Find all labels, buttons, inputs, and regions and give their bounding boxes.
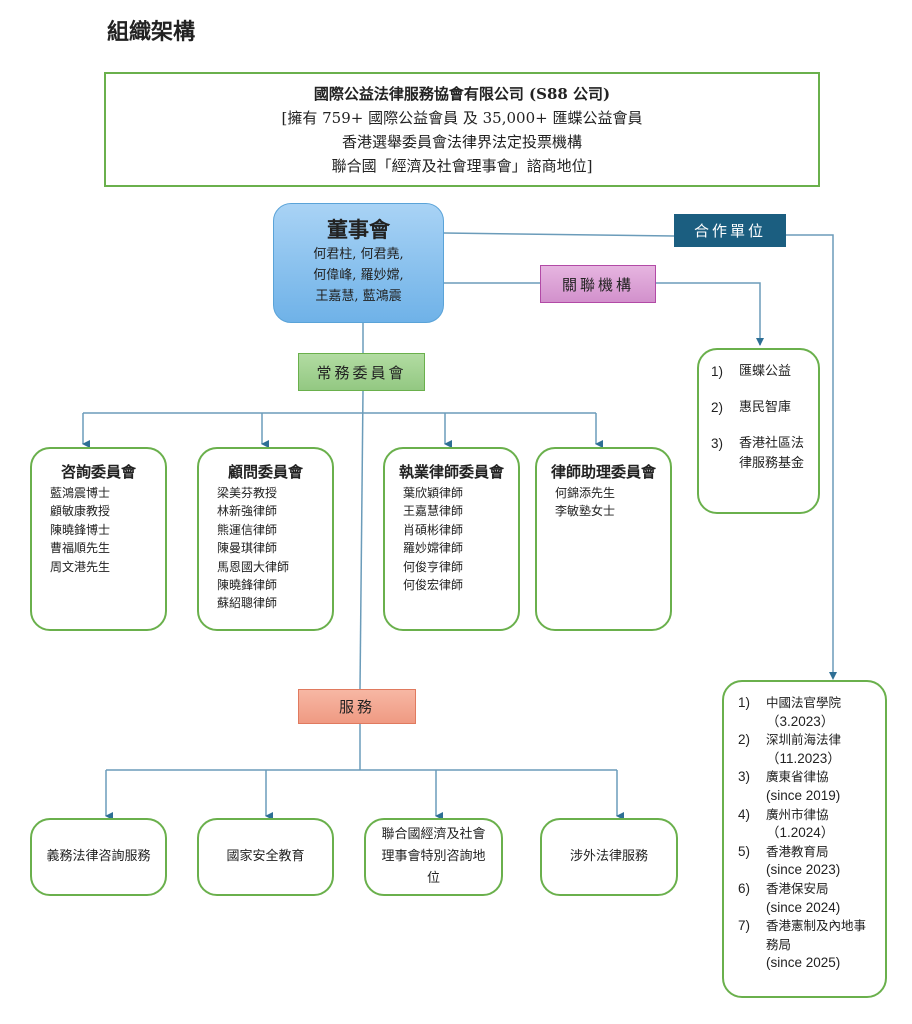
partner-date: (since 2024) — [766, 899, 841, 915]
standing-committee-label: 常務委員會 — [298, 353, 425, 391]
committee-box: 執業律師委員會葉欣穎律師王嘉慧律師肖碩彬律師羅妙嫦律師何俊亨律師何俊宏律師 — [383, 447, 520, 631]
committee-member: 肖碩彬律師 — [403, 522, 464, 537]
related-org-item: 2) 惠民智庫 — [711, 398, 808, 418]
committee-member: 何錦添先生 — [555, 486, 616, 500]
committee-member: 蘇紹聰律師 — [217, 596, 278, 611]
board-member: 何君柱, 何君堯, — [313, 247, 404, 262]
partner-date: （11.2023） — [766, 750, 841, 766]
committee-member: 周文港先生 — [50, 559, 111, 574]
org-line: 香港選舉委員會法律界法定投票機構 — [341, 133, 582, 151]
committee-member: 葉欣穎律師 — [403, 486, 464, 500]
partner-item: 2) 深圳前海法律 （11.2023） — [738, 731, 879, 768]
committee-member: 藍鴻震博士 — [50, 486, 111, 500]
committee-member: 顧敏康教授 — [50, 504, 111, 519]
committee-member: 王嘉慧律師 — [403, 504, 464, 519]
org-name: 國際公益法律服務協會有限公司 (S88 公司) — [313, 85, 611, 103]
related-orgs-box: 1) 匯蝶公益 2) 惠民智庫 3) 香港社區法律服務基金 — [697, 348, 820, 514]
partner-date: （3.2023） — [766, 713, 835, 729]
partner-name: 廣東省律協 — [766, 769, 829, 785]
committee-member: 陳曉鋒博士 — [50, 522, 111, 537]
related-org-name: 惠民智庫 — [739, 400, 792, 415]
item-number: 2) — [738, 732, 751, 748]
service-name: 義務法律咨詢服務 — [46, 849, 151, 864]
board-member: 何偉峰, 羅妙嫦, — [313, 268, 404, 283]
item-number: 3) — [711, 436, 724, 451]
item-number: 4) — [738, 806, 751, 822]
partner-name: 香港保安局 — [766, 880, 829, 896]
item-number: 7) — [738, 918, 751, 934]
committee-member: 馬恩國大律師 — [217, 559, 290, 574]
committee-title: 咨詢委員會 — [60, 463, 136, 481]
partner-date: （1.2024） — [766, 825, 835, 841]
committee-member: 梁美芬教授 — [217, 486, 278, 500]
service-label: 服務 — [298, 689, 416, 724]
committee-box: 顧問委員會梁美芬教授林新強律師熊運信律師陳曼琪律師馬恩國大律師陳曉鋒律師蘇紹聰律… — [197, 447, 334, 631]
item-number: 1) — [738, 695, 751, 710]
org-line: [擁有 759+ 國際公益會員 及 35,000+ 匯蝶公益會員 — [281, 109, 643, 127]
service-box: 國家安全教育 — [197, 818, 334, 896]
committee-box: 律師助理委員會何錦添先生李敏塾女士 — [535, 447, 672, 631]
committee-member: 何俊亨律師 — [403, 559, 464, 574]
service-name: 國家安全教育 — [226, 849, 305, 864]
partner-name: 深圳前海法律 — [766, 732, 842, 748]
partner-name: 香港教育局 — [766, 843, 829, 859]
partner-item: 3) 廣東省律協 (since 2019) — [738, 768, 879, 805]
committee-member: 何俊宏律師 — [403, 578, 464, 593]
service-box: 聯合國經濟及社會理事會特別咨詢地位 — [364, 818, 503, 896]
partner-name: 廣州市律協 — [766, 806, 829, 822]
partner-date: (since 2019) — [766, 787, 841, 803]
committee-title: 執業律師委員會 — [398, 463, 504, 481]
partner-date: (since 2025) — [766, 955, 841, 971]
item-number: 3) — [738, 769, 751, 785]
item-number: 1) — [711, 364, 724, 379]
committee-member: 陳曉鋒律師 — [217, 578, 278, 593]
committee-box: 咨詢委員會藍鴻震博士顧敏康教授陳曉鋒博士曹福順先生周文港先生 — [30, 447, 167, 631]
related-org-item: 1) 匯蝶公益 — [711, 362, 808, 382]
related-org-name: 匯蝶公益 — [739, 364, 792, 379]
service-box: 義務法律咨詢服務 — [30, 818, 167, 896]
related-label: 關聯機構 — [540, 265, 656, 303]
related-org-name: 香港社區法律服務基金 — [739, 436, 805, 471]
board-title: 董事會 — [327, 217, 390, 242]
organization-box: 國際公益法律服務協會有限公司 (S88 公司) [擁有 759+ 國際公益會員 … — [104, 72, 820, 187]
partner-item: 5) 香港教育局 (since 2023) — [738, 843, 879, 880]
board-box: 董事會 何君柱, 何君堯, 何偉峰, 羅妙嫦, 王嘉慧, 藍鴻震 — [273, 203, 444, 323]
committee-member: 熊運信律師 — [217, 522, 278, 537]
committee-member: 曹福順先生 — [50, 541, 111, 556]
partner-item: 6) 香港保安局 (since 2024) — [738, 880, 879, 917]
partners-box: 1) 中國法官學院 （3.2023） 2) 深圳前海法律 （11.2023） 3) 廣東省律協… — [722, 680, 887, 998]
partner-label: 合作單位 — [674, 214, 786, 247]
committee-member: 羅妙嫦律師 — [403, 541, 464, 556]
committee-member: 陳曼琪律師 — [217, 541, 278, 556]
service-name: 涉外法律服務 — [569, 849, 648, 864]
related-org-item: 3) 香港社區法律服務基金 — [711, 434, 808, 474]
committee-member: 李敏塾女士 — [555, 504, 616, 519]
service-box: 涉外法律服務 — [540, 818, 678, 896]
item-number: 2) — [711, 400, 724, 415]
committee-title: 顧問委員會 — [227, 463, 303, 481]
committee-member: 林新強律師 — [217, 504, 278, 519]
org-line: 聯合國「經濟及社會理事會」諮商地位] — [331, 157, 593, 175]
item-number: 6) — [738, 880, 751, 896]
partner-item: 1) 中國法官學院 （3.2023） — [738, 694, 879, 731]
item-number: 5) — [738, 843, 751, 859]
partner-name: 中國法官學院 — [766, 695, 842, 710]
partner-date: (since 2023) — [766, 862, 841, 878]
partner-item: 7) 香港憲制及內地事務局 (since 2025) — [738, 917, 879, 973]
partner-name: 香港憲制及內地事務局 — [766, 918, 867, 952]
partner-item: 4) 廣州市律協 （1.2024） — [738, 806, 879, 843]
page-title: 組織架構 — [107, 19, 196, 45]
board-member: 王嘉慧, 藍鴻震 — [315, 289, 402, 304]
committee-title: 律師助理委員會 — [550, 463, 656, 481]
service-name: 聯合國經濟及社會理事會特別咨詢地位 — [381, 827, 486, 886]
